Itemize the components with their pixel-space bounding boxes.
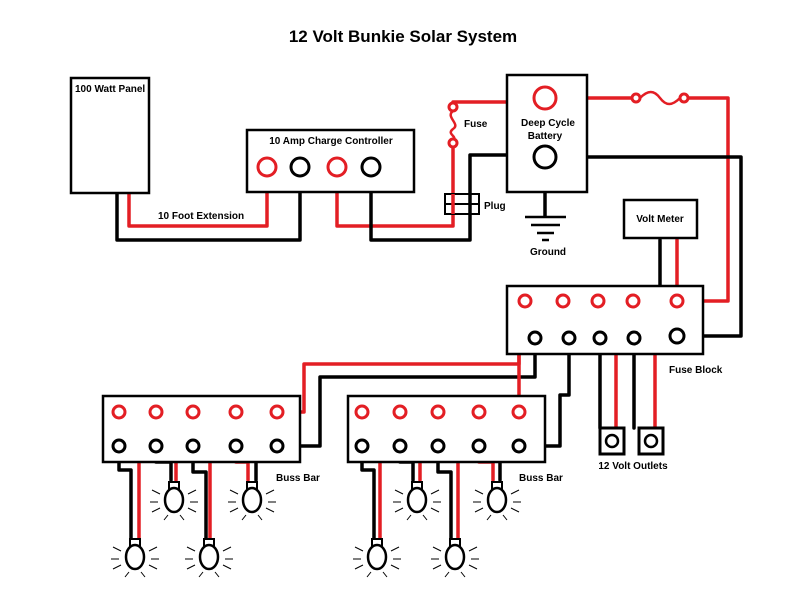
- fuse-block-negative-terminal: [561, 330, 577, 346]
- buss-bar-negative-terminal: [185, 438, 201, 454]
- light-bulb-icon: [393, 481, 441, 521]
- buss-bar-positive-terminal: [228, 404, 244, 420]
- buss-bar-positive-terminal: [185, 404, 201, 420]
- wire-controller-battery-negative: [369, 153, 547, 242]
- fuse-block-main-negative-terminal: [668, 327, 686, 345]
- solar-panel-label: 100 Watt Panel: [75, 84, 145, 95]
- fuse-block-negative-terminal: [527, 330, 543, 346]
- volt-meter-label: Volt Meter: [636, 214, 684, 225]
- outlet-left: [598, 426, 626, 456]
- fuse-block-positive-terminal: [590, 293, 606, 309]
- fuse-icon: [446, 101, 460, 149]
- outlet-right: [637, 426, 665, 456]
- buss-bar-negative-terminal: [228, 438, 244, 454]
- wire-controller-battery-positive: [335, 100, 547, 228]
- volt-meter: Volt Meter: [622, 198, 699, 240]
- controller-panel-positive-terminal: [256, 156, 278, 178]
- fuse-block-main-positive-terminal: [669, 293, 685, 309]
- fuse-block-positive-terminal: [625, 293, 641, 309]
- fuse-block-negative-terminal: [626, 330, 642, 346]
- wire-battery-fuseblock-negative: [543, 155, 743, 338]
- extension-label: 10 Foot Extension: [158, 211, 244, 222]
- fuse-block-positive-terminal: [555, 293, 571, 309]
- fuse-block-negative-terminal: [592, 330, 608, 346]
- buss-bar-positive-terminal: [354, 404, 370, 420]
- wire-panel-positive: [127, 165, 269, 228]
- plug-label: Plug: [484, 201, 506, 212]
- ground-label: Ground: [530, 247, 566, 258]
- controller-battery-negative-terminal: [360, 156, 382, 178]
- light-bulb-icon: [228, 481, 276, 521]
- controller-battery-positive-terminal: [326, 156, 348, 178]
- buss-bar-negative-terminal: [511, 438, 527, 454]
- buss-bar-positive-terminal: [392, 404, 408, 420]
- inline-fuse-icon: [630, 90, 690, 106]
- plug: [444, 193, 480, 215]
- controller-panel-negative-terminal: [289, 156, 311, 178]
- fuse-block-positive-terminal: [517, 293, 533, 309]
- buss-bar-negative-terminal: [430, 438, 446, 454]
- buss-bar-positive-terminal: [111, 404, 127, 420]
- buss-bar-negative-terminal: [269, 438, 285, 454]
- solar-panel: 100 Watt Panel: [69, 76, 151, 195]
- light-bulb-icon: [185, 538, 233, 578]
- buss-bar-negative-terminal: [354, 438, 370, 454]
- battery-positive-terminal: [532, 85, 558, 111]
- wire-fuseblock-left-bus-negative: [275, 336, 537, 448]
- battery-label-line1: Deep Cycle: [521, 118, 575, 129]
- fuse-block-label: Fuse Block: [669, 365, 723, 376]
- buss-bar-negative-terminal: [148, 438, 164, 454]
- buss-bar-negative-terminal: [471, 438, 487, 454]
- buss-bar-left: [101, 394, 302, 464]
- buss-bar-positive-terminal: [148, 404, 164, 420]
- light-bulb-icon: [473, 481, 521, 521]
- buss-bar-positive-terminal: [269, 404, 285, 420]
- buss-bar-negative-terminal: [111, 438, 127, 454]
- battery-label-line2: Battery: [528, 131, 563, 142]
- light-bulb-icon: [431, 538, 479, 578]
- light-bulb-icon: [353, 538, 401, 578]
- wire-fuseblock-right-bus-negative: [517, 336, 571, 448]
- buss-bar-positive-terminal: [471, 404, 487, 420]
- charge-controller-label: 10 Amp Charge Controller: [269, 136, 393, 147]
- buss-bar-left-label: Buss Bar: [276, 473, 320, 484]
- buss-bar-right-label: Buss Bar: [519, 473, 563, 484]
- buss-bar-positive-terminal: [430, 404, 446, 420]
- light-bulbs: [111, 481, 521, 578]
- ground-icon: [525, 215, 566, 242]
- diagram-title: 12 Volt Bunkie Solar System: [289, 27, 517, 46]
- fuse-block: [505, 284, 705, 356]
- light-bulb-icon: [111, 538, 159, 578]
- fuse-label: Fuse: [464, 119, 488, 130]
- buss-bar-right: [346, 394, 547, 464]
- buss-bar-negative-terminal: [392, 438, 408, 454]
- battery-negative-terminal: [532, 144, 558, 170]
- wire-panel-negative: [115, 165, 302, 242]
- deep-cycle-battery: Deep Cycle Battery: [505, 73, 589, 194]
- charge-controller: 10 Amp Charge Controller: [245, 128, 416, 194]
- outlets-label: 12 Volt Outlets: [598, 461, 668, 472]
- buss-bar-positive-terminal: [511, 404, 527, 420]
- light-bulb-icon: [150, 481, 198, 521]
